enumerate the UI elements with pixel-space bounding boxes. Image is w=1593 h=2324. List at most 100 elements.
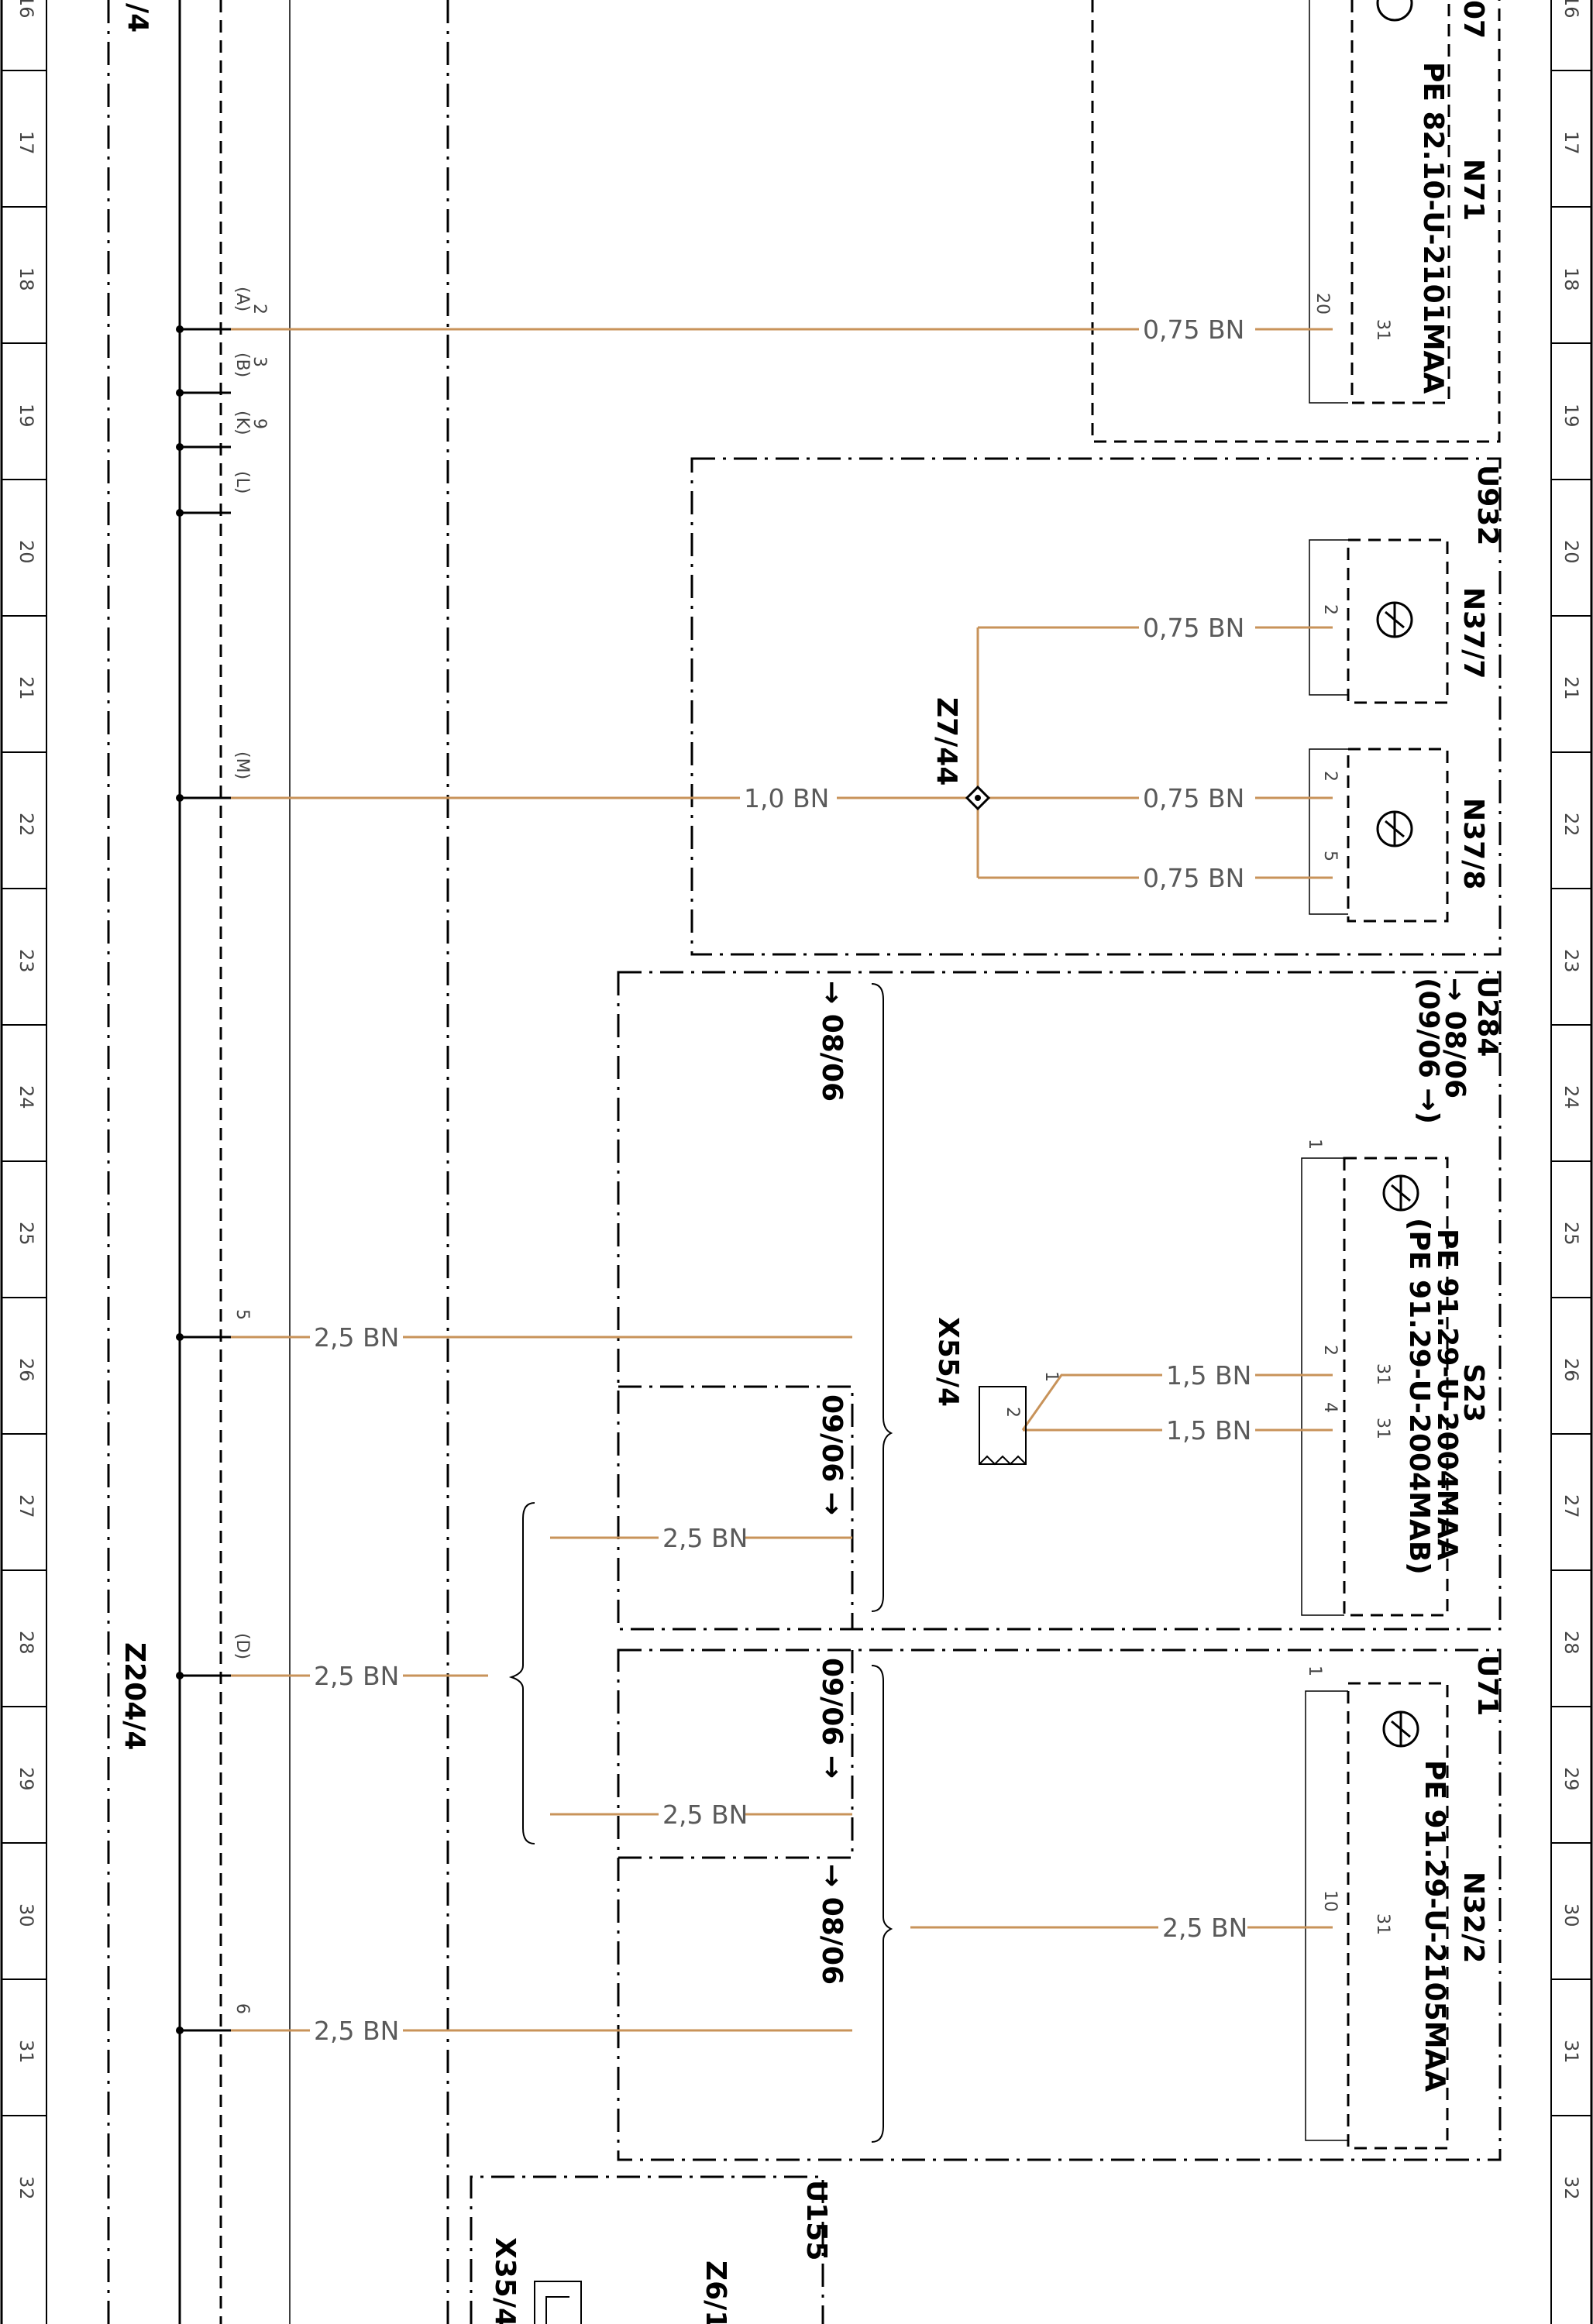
- ruler-number: 20: [15, 540, 37, 564]
- label-U932: U932: [1471, 465, 1503, 545]
- pin-M: (M): [176, 751, 252, 802]
- ruler-number: 32: [1560, 2176, 1582, 2200]
- module-U932-box: [690, 457, 1502, 956]
- ruler-number: 17: [1560, 131, 1582, 155]
- ruler-number: 24: [1560, 1085, 1582, 1109]
- wire-label: 2,5 BN: [662, 1523, 748, 1553]
- ruler-number: 19: [15, 404, 37, 428]
- pin-N32-2-1: 1: [1305, 1666, 1324, 1676]
- pin-S23-31b: 31: [1373, 1418, 1392, 1439]
- pin-N71-31: 31: [1373, 319, 1392, 341]
- pin-S23-31a: 31: [1373, 1363, 1392, 1385]
- ruler-number: 26: [15, 1358, 37, 1382]
- wire-label: 0,75 BN: [1143, 863, 1244, 893]
- wire-w3: 1,0 BN: [231, 783, 967, 813]
- label-U155: U155: [800, 2180, 832, 2260]
- date-note-1: → 08/06: [816, 981, 848, 1102]
- ruler-number: 21: [1560, 676, 1582, 700]
- wire-w5: 0,75 BN: [978, 863, 1333, 893]
- label-N71-pe: PE 82.10-U-2101MAA: [1417, 62, 1449, 394]
- pin-B: 3 (B): [176, 352, 269, 397]
- svg-text:3: 3: [249, 356, 269, 367]
- connector-label: Z204/4: [119, 1642, 150, 1750]
- ruler-number: 27: [15, 1494, 37, 1518]
- ruler-number: 26: [1560, 1358, 1582, 1382]
- wire-w4: 0,75 BN: [978, 783, 1333, 813]
- ruler-number: 27: [1560, 1494, 1582, 1518]
- ruler-number: 31: [15, 2040, 37, 2064]
- module-U71-box: [617, 1648, 1502, 2161]
- svg-text:2: 2: [249, 304, 269, 315]
- component-frames: [1301, 0, 1348, 2141]
- ruler-number: 28: [1560, 1631, 1582, 1655]
- date-note-2: 09/06 →: [816, 1394, 848, 1515]
- module-U155-box: [470, 2175, 824, 2324]
- ruler-number: 25: [15, 1222, 37, 1246]
- pin-5: 5: [176, 1309, 252, 1341]
- module-U284-box: [617, 971, 1502, 1631]
- title-fragment: /4: [122, 3, 153, 33]
- wire-w11: 2,5 BN: [550, 1800, 852, 1830]
- pin-6: 6: [176, 2003, 252, 2034]
- ruler-number: 23: [15, 949, 37, 973]
- ruler-number: 30: [1560, 1903, 1582, 1927]
- svg-text:9: 9: [249, 418, 269, 429]
- svg-text:1: 1: [1041, 1371, 1061, 1382]
- ruler-number: 16: [15, 0, 37, 19]
- module-N37-8-box: [1347, 748, 1449, 923]
- ruler-number: 18: [15, 267, 37, 291]
- wire-label: 2,5 BN: [314, 2016, 399, 2046]
- module-N71-box: [1091, 0, 1501, 443]
- label-Z7-44: Z7/44: [931, 697, 962, 786]
- ruler-number: 19: [1560, 404, 1582, 428]
- note-U284-1: → 08/06: [1439, 978, 1471, 1098]
- date-note-3: 09/06 →: [816, 1658, 848, 1779]
- svg-text:6: 6: [232, 2003, 252, 2014]
- wire-label: 0,75 BN: [1143, 315, 1244, 345]
- wire-label: 2,5 BN: [1162, 1913, 1247, 1943]
- wire-label: 1,0 BN: [744, 783, 829, 813]
- module-N37-7-box: [1347, 538, 1449, 704]
- transistor-icon: [1376, 0, 1419, 1748]
- svg-text:(D): (D): [232, 1633, 252, 1659]
- svg-text:(L): (L): [232, 471, 252, 493]
- module-N32-2-box: [1347, 1682, 1449, 2150]
- ruler-number: 29: [1560, 1767, 1582, 1791]
- pin-A: 2 (A): [176, 287, 269, 333]
- wire-label: 2,5 BN: [314, 1661, 399, 1691]
- pin-S23-1: 1: [1305, 1139, 1324, 1150]
- pin-N37-8-5: 5: [1320, 851, 1340, 861]
- svg-text:(M): (M): [232, 751, 252, 779]
- label-X55-4: X55/4: [932, 1317, 964, 1407]
- ruler-number: 32: [15, 2176, 37, 2200]
- pin-N32-2-31: 31: [1373, 1913, 1392, 1935]
- wire-w13: 2,5 BN: [231, 2016, 852, 2046]
- pin-N37-7-2: 2: [1320, 604, 1340, 615]
- wire-label: 2,5 BN: [662, 1800, 748, 1830]
- svg-text:(K): (K): [232, 411, 252, 435]
- svg-text:5: 5: [232, 1309, 252, 1320]
- ruler-number: 28: [15, 1631, 37, 1655]
- wire-w12: 2,5 BN: [910, 1913, 1333, 1943]
- ruler-number: 30: [15, 1903, 37, 1927]
- wire-w8: 1,5 BN: [1023, 1415, 1333, 1446]
- label-S23-pe-1: PE 91.29-U-2004MAA: [1431, 1229, 1463, 1560]
- wire-w9: 2,5 BN: [550, 1523, 852, 1553]
- ruler-number: 29: [15, 1767, 37, 1791]
- ruler-number: 22: [15, 813, 37, 837]
- ruler-number: 22: [1560, 813, 1582, 837]
- label-N37-8: N37/8: [1457, 798, 1489, 889]
- label-S23-pe-2: (PE 91.29-U-2004MAB): [1403, 1218, 1435, 1575]
- connector-X35-4-symbol: [534, 2281, 582, 2324]
- wire-label: 0,75 BN: [1143, 613, 1244, 643]
- label-N32-2-pe: PE 91.29-U-2105MAA: [1419, 1760, 1450, 2092]
- note-U284-2: (09/06 →): [1412, 978, 1444, 1124]
- ruler-number: 25: [1560, 1222, 1582, 1246]
- wire-w2: 0,75 BN: [978, 613, 1333, 643]
- label-S23: S23: [1457, 1363, 1489, 1422]
- ruler-number: 21: [15, 676, 37, 700]
- label-U284: U284: [1471, 976, 1503, 1057]
- svg-text:2: 2: [1003, 1407, 1022, 1418]
